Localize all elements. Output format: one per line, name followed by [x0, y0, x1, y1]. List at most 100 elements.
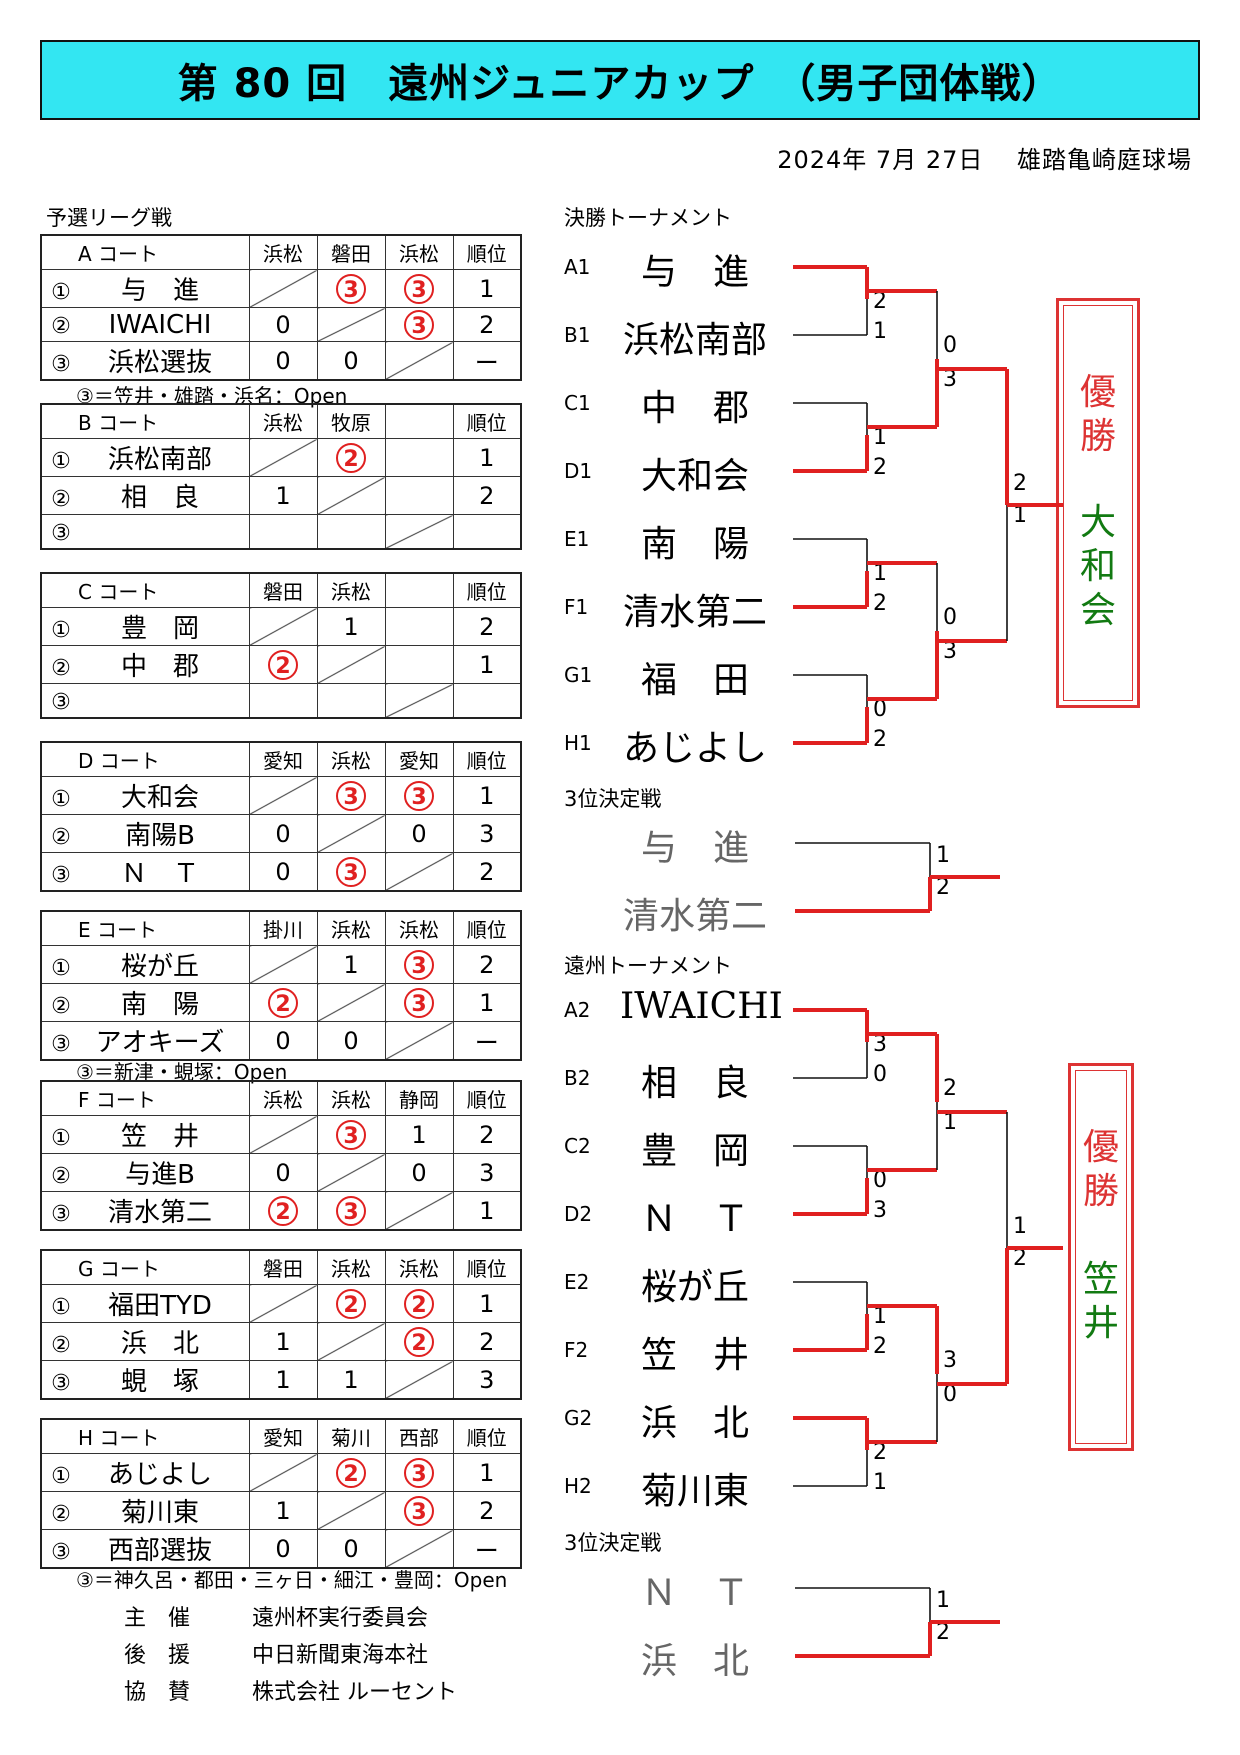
rank-cell: 2	[452, 307, 522, 342]
final-slot-label: A1	[564, 255, 591, 279]
team-name: 豊 岡	[120, 614, 199, 644]
final-slot-label: E1	[564, 527, 590, 551]
enshu-score: 1	[873, 1470, 887, 1495]
win-mark: 2	[404, 1326, 434, 1357]
enshu-score: 1	[1013, 1214, 1027, 1239]
row-number: ①	[51, 1464, 71, 1489]
score-cell: 0	[275, 1534, 291, 1563]
league-header-row: H コート愛知菊川西部順位	[40, 1418, 522, 1454]
team-name: 福田TYD	[108, 1291, 212, 1321]
score-cell: 0	[275, 346, 291, 375]
rank-cell: 2	[452, 852, 522, 892]
enshu-score: 2	[873, 1440, 887, 1465]
row-number: ①	[51, 787, 71, 812]
enshu-slot-label: B2	[564, 1066, 591, 1090]
column-header: 西部	[384, 1418, 454, 1454]
court-label: H コート	[40, 1418, 250, 1454]
team-name: 笠 井	[120, 1122, 199, 1152]
organizer-name: 株式会社 ルーセント	[252, 1680, 457, 1705]
enshu-team-name: 菊川東	[640, 1471, 749, 1512]
organizer-row: 主 催遠州杯実行委員会	[124, 1600, 428, 1632]
row-number: ②	[51, 1333, 71, 1358]
enshu-score: 2	[873, 1334, 887, 1359]
enshu-score: 3	[873, 1032, 887, 1057]
enshu-score: 3	[943, 1348, 957, 1373]
win-mark: 3	[404, 273, 434, 304]
column-header: 牧原	[316, 403, 386, 439]
score-cell: 0	[275, 1026, 291, 1055]
column-header: 掛川	[248, 910, 318, 946]
league-header-row: F コート浜松浜松静岡順位	[40, 1080, 522, 1116]
enshu-score: 0	[873, 1062, 887, 1087]
organizer-name: 遠州杯実行委員会	[252, 1606, 429, 1631]
league-header-row: C コート磐田浜松順位	[40, 572, 522, 608]
team-name: 与進B	[125, 1160, 195, 1190]
final-score: 2	[873, 455, 887, 480]
final-slot-label: F1	[564, 595, 589, 619]
enshu-score: 1	[943, 1110, 957, 1135]
win-mark: 3	[404, 780, 434, 811]
enshu-team-name: 豊 岡	[640, 1131, 749, 1172]
organizer-row: 後 援中日新聞東海本社	[124, 1637, 428, 1669]
rank-cell: 2	[452, 1115, 522, 1154]
third2-score: 1	[936, 1588, 950, 1613]
column-header: 浜松	[316, 1249, 386, 1285]
rank-cell	[452, 683, 522, 719]
third2-team-name: 浜 北	[640, 1641, 749, 1682]
column-header: 浜松	[248, 234, 318, 270]
win-mark: 2	[336, 1457, 366, 1488]
enshu-team-name: 浜 北	[640, 1403, 749, 1444]
win-mark: 3	[404, 1457, 434, 1488]
row-number: ①	[51, 618, 71, 643]
third1-team-name: 与 進	[640, 828, 749, 869]
rank-cell: 1	[452, 438, 522, 477]
rank-cell: 2	[452, 1322, 522, 1361]
enshu-team-name: 笠 井	[640, 1335, 749, 1376]
league-note: ③＝神久呂・都田・三ヶ日・細江・豊岡：Open	[76, 1568, 508, 1592]
row-number: ③	[51, 1540, 71, 1565]
final-score: 0	[873, 697, 887, 722]
row-number: ①	[51, 449, 71, 474]
final-team-name: 福 田	[640, 660, 749, 701]
win-mark: 3	[404, 987, 434, 1018]
score-cell: 1	[275, 481, 291, 510]
row-number: ③	[51, 1371, 71, 1396]
enshu-score: 0	[873, 1168, 887, 1193]
win-mark: 2	[336, 442, 366, 473]
rank-cell: 1	[452, 269, 522, 308]
win-mark: 2	[404, 1288, 434, 1319]
enshu-champion-name: 笠井	[1082, 1259, 1119, 1344]
column-header: 浜松	[248, 403, 318, 439]
table-row: ③	[40, 514, 522, 550]
team-name: 清水第二	[107, 1198, 212, 1228]
column-header: 磐田	[248, 572, 318, 608]
team-name: 大和会	[120, 783, 199, 813]
rank-cell: 1	[452, 1191, 522, 1231]
row-number: ①	[51, 1126, 71, 1151]
final-score: 2	[873, 289, 887, 314]
rank-cell: 1	[452, 645, 522, 684]
row-number: ①	[51, 956, 71, 981]
organizer-name: 中日新聞東海本社	[252, 1643, 429, 1668]
team-name: Ｎ Ｔ	[120, 859, 199, 889]
rank-cell	[452, 514, 522, 550]
third1-score: 1	[936, 843, 950, 868]
enshu-score: 3	[873, 1198, 887, 1223]
column-header: 順位	[452, 910, 522, 946]
rank-cell: 2	[452, 945, 522, 984]
final-score: 2	[873, 591, 887, 616]
row-number: ③	[51, 863, 71, 888]
